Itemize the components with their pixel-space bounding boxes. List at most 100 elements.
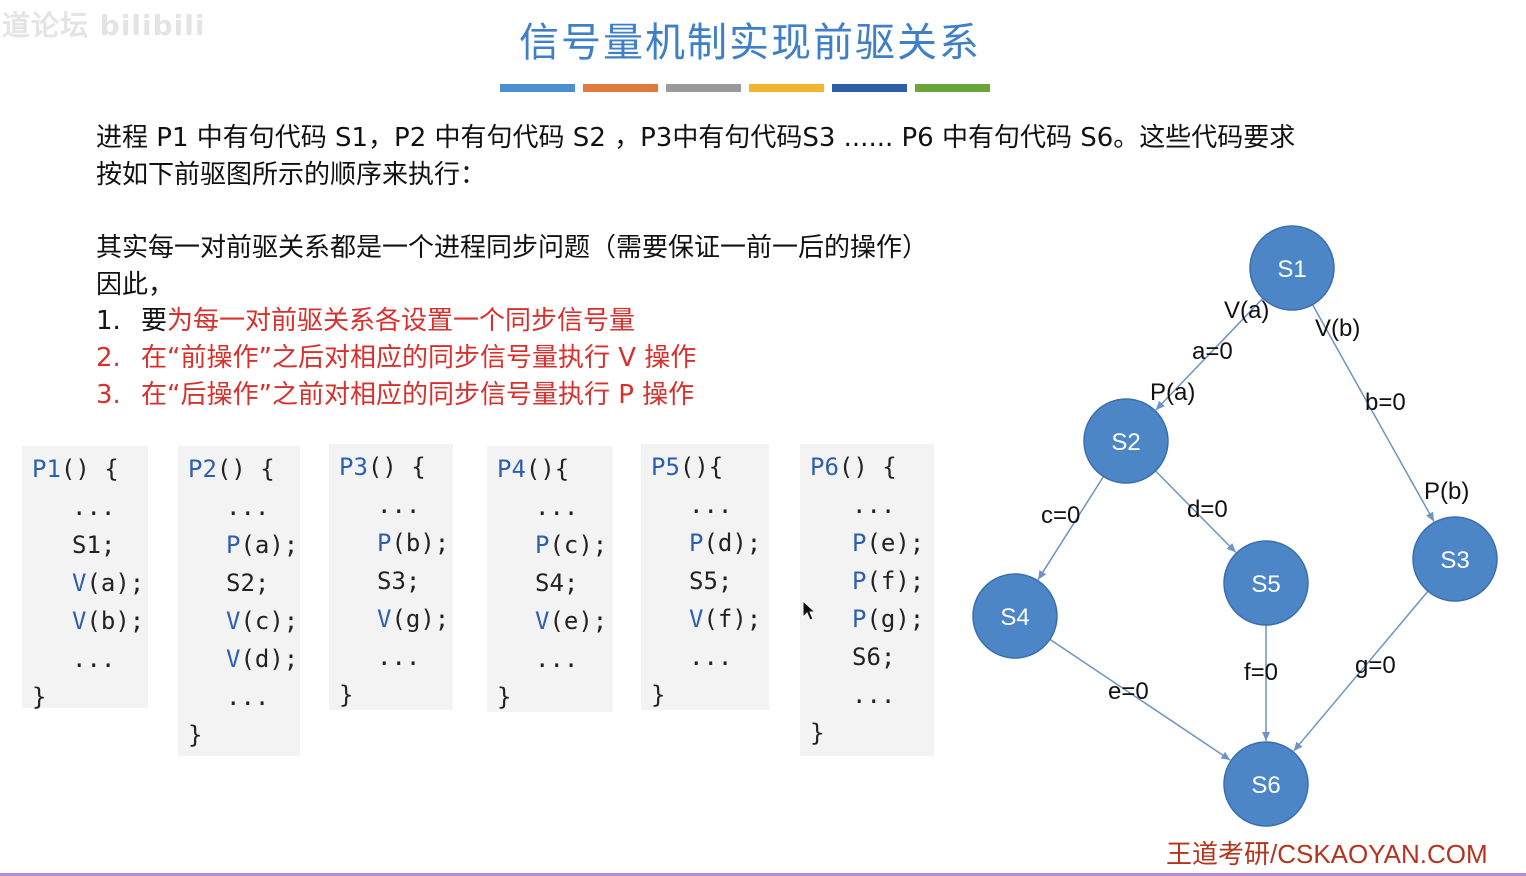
code-close-brace: } [810,719,825,747]
color-bar [915,84,990,92]
code-text: S6; [852,643,896,671]
code-text: (b); [86,607,145,635]
code-line: S5; [651,562,769,600]
code-text: ... [689,643,733,671]
code-text: ... [535,493,579,521]
edge-label-b0: b=0 [1365,389,1406,416]
code-text: ... [852,681,896,709]
node-s2: S2 [1083,398,1169,484]
node-label: S2 [1111,429,1140,456]
step-text: 在“前操作”之后对相应的同步信号量执行 V 操作 [141,343,697,373]
code-line: V(f); [651,600,769,638]
intro-paragraph: 进程 P1 中有句代码 S1，P2 中有句代码 S2 ，P3中有句代码S3 ..… [96,120,1416,194]
code-text: (a); [240,531,299,559]
edge-label-g0: g=0 [1355,652,1396,679]
explain-paragraph: 其实每一对前驱关系都是一个进程同步问题（需要保证一前一后的操作） 因此， [96,230,1096,304]
code-line: P(c); [497,526,613,564]
code-line: ... [32,488,148,526]
process-name: P6 [810,453,839,481]
code-line: P(e); [810,524,934,562]
code-close-brace: } [188,721,203,749]
edge-label-vb: V(b) [1315,315,1360,342]
edge-s2-s4 [1037,476,1105,581]
edge-label-pb: P(b) [1424,478,1469,505]
node-s4: S4 [972,573,1058,659]
code-close-brace: } [497,683,512,711]
step-number: 2. [96,343,121,373]
code-line: ... [651,638,769,676]
intro-line-2: 按如下前驱图所示的顺序来执行： [96,160,487,190]
code-line: S1; [32,526,148,564]
edge-s3-s6 [1293,590,1429,752]
edge-s4-s6 [1049,638,1231,761]
code-header: P4(){ [497,450,613,488]
header-rest: () { [216,455,275,483]
code-block-p3: P3() {...P(b);S3;V(g);...} [329,444,453,710]
edge-label-c0: c=0 [1041,502,1080,529]
code-text: S5; [689,567,733,595]
node-circle [1223,741,1309,827]
process-name: P4 [497,455,526,483]
code-line: ... [32,640,148,678]
code-header: P6() { [810,448,934,486]
code-block-p1: P1() {...S1;V(a);V(b);...} [22,446,148,711]
code-line: ... [188,678,300,716]
edge-s2-s5 [1154,470,1237,553]
edge-s1-s2 [1155,297,1264,411]
code-header: P2() { [188,450,300,488]
watermark: 道论坛 bilibili [2,9,206,42]
node-circle [972,573,1058,659]
process-name: P1 [32,455,61,483]
code-text: S2; [226,569,270,597]
code-op: V [226,645,241,673]
brand-watermark: 王道考研/CSKAOYAN.COM [1166,839,1488,869]
code-op: P [852,605,867,633]
code-op: V [535,607,550,635]
code-line: V(b); [32,602,148,640]
code-op: V [72,607,87,635]
code-line: S6; [810,638,934,676]
header-rest: () { [838,453,897,481]
code-block-p2: P2() {...P(a);S2;V(c);V(d);...} [178,446,300,756]
step-item: 1. 要 为每一对前驱关系各设置一个同步信号量 [96,303,696,340]
code-text: S1; [72,531,116,559]
step-prefix: 要 [141,306,168,336]
code-op: V [377,605,392,633]
node-label: S3 [1440,547,1469,574]
color-bar [500,84,575,92]
code-header: P3() { [339,448,453,486]
code-line: V(c); [188,602,300,640]
code-text: ... [377,491,421,519]
explain-line-2: 因此， [96,270,175,300]
node-label: S6 [1251,772,1280,799]
node-label: S1 [1277,256,1306,283]
process-name: P5 [651,453,680,481]
code-close-brace: } [339,681,354,709]
code-block-p5: P5(){...P(d);S5;V(f);...} [641,444,769,710]
step-text: 为每一对前驱关系各设置一个同步信号量 [167,306,636,336]
step-item: 2. 在“前操作”之后对相应的同步信号量执行 V 操作 [96,340,696,377]
code-line: V(d); [188,640,300,678]
code-op: P [377,529,392,557]
header-rest: (){ [679,453,724,481]
code-text: ... [689,491,733,519]
process-name: P3 [339,453,368,481]
code-text: (e); [549,607,608,635]
code-block-p6: P6() {...P(e);P(f);P(g);S6;...} [800,444,934,756]
node-s5: S5 [1223,540,1309,626]
code-text: (g); [866,605,925,633]
step-item: 3. 在“后操作”之前对相应的同步信号量执行 P 操作 [96,377,696,414]
color-bar [832,84,907,92]
code-op: P [852,529,867,557]
title-color-bars [500,84,990,92]
code-text: (c); [549,531,608,559]
code-header: P1() { [32,450,148,488]
code-text: ... [72,493,116,521]
code-text: S4; [535,569,579,597]
code-op: P [535,531,550,559]
code-text: (b); [391,529,450,557]
edge-label-d0: d=0 [1187,496,1228,523]
code-text: ... [377,643,421,671]
